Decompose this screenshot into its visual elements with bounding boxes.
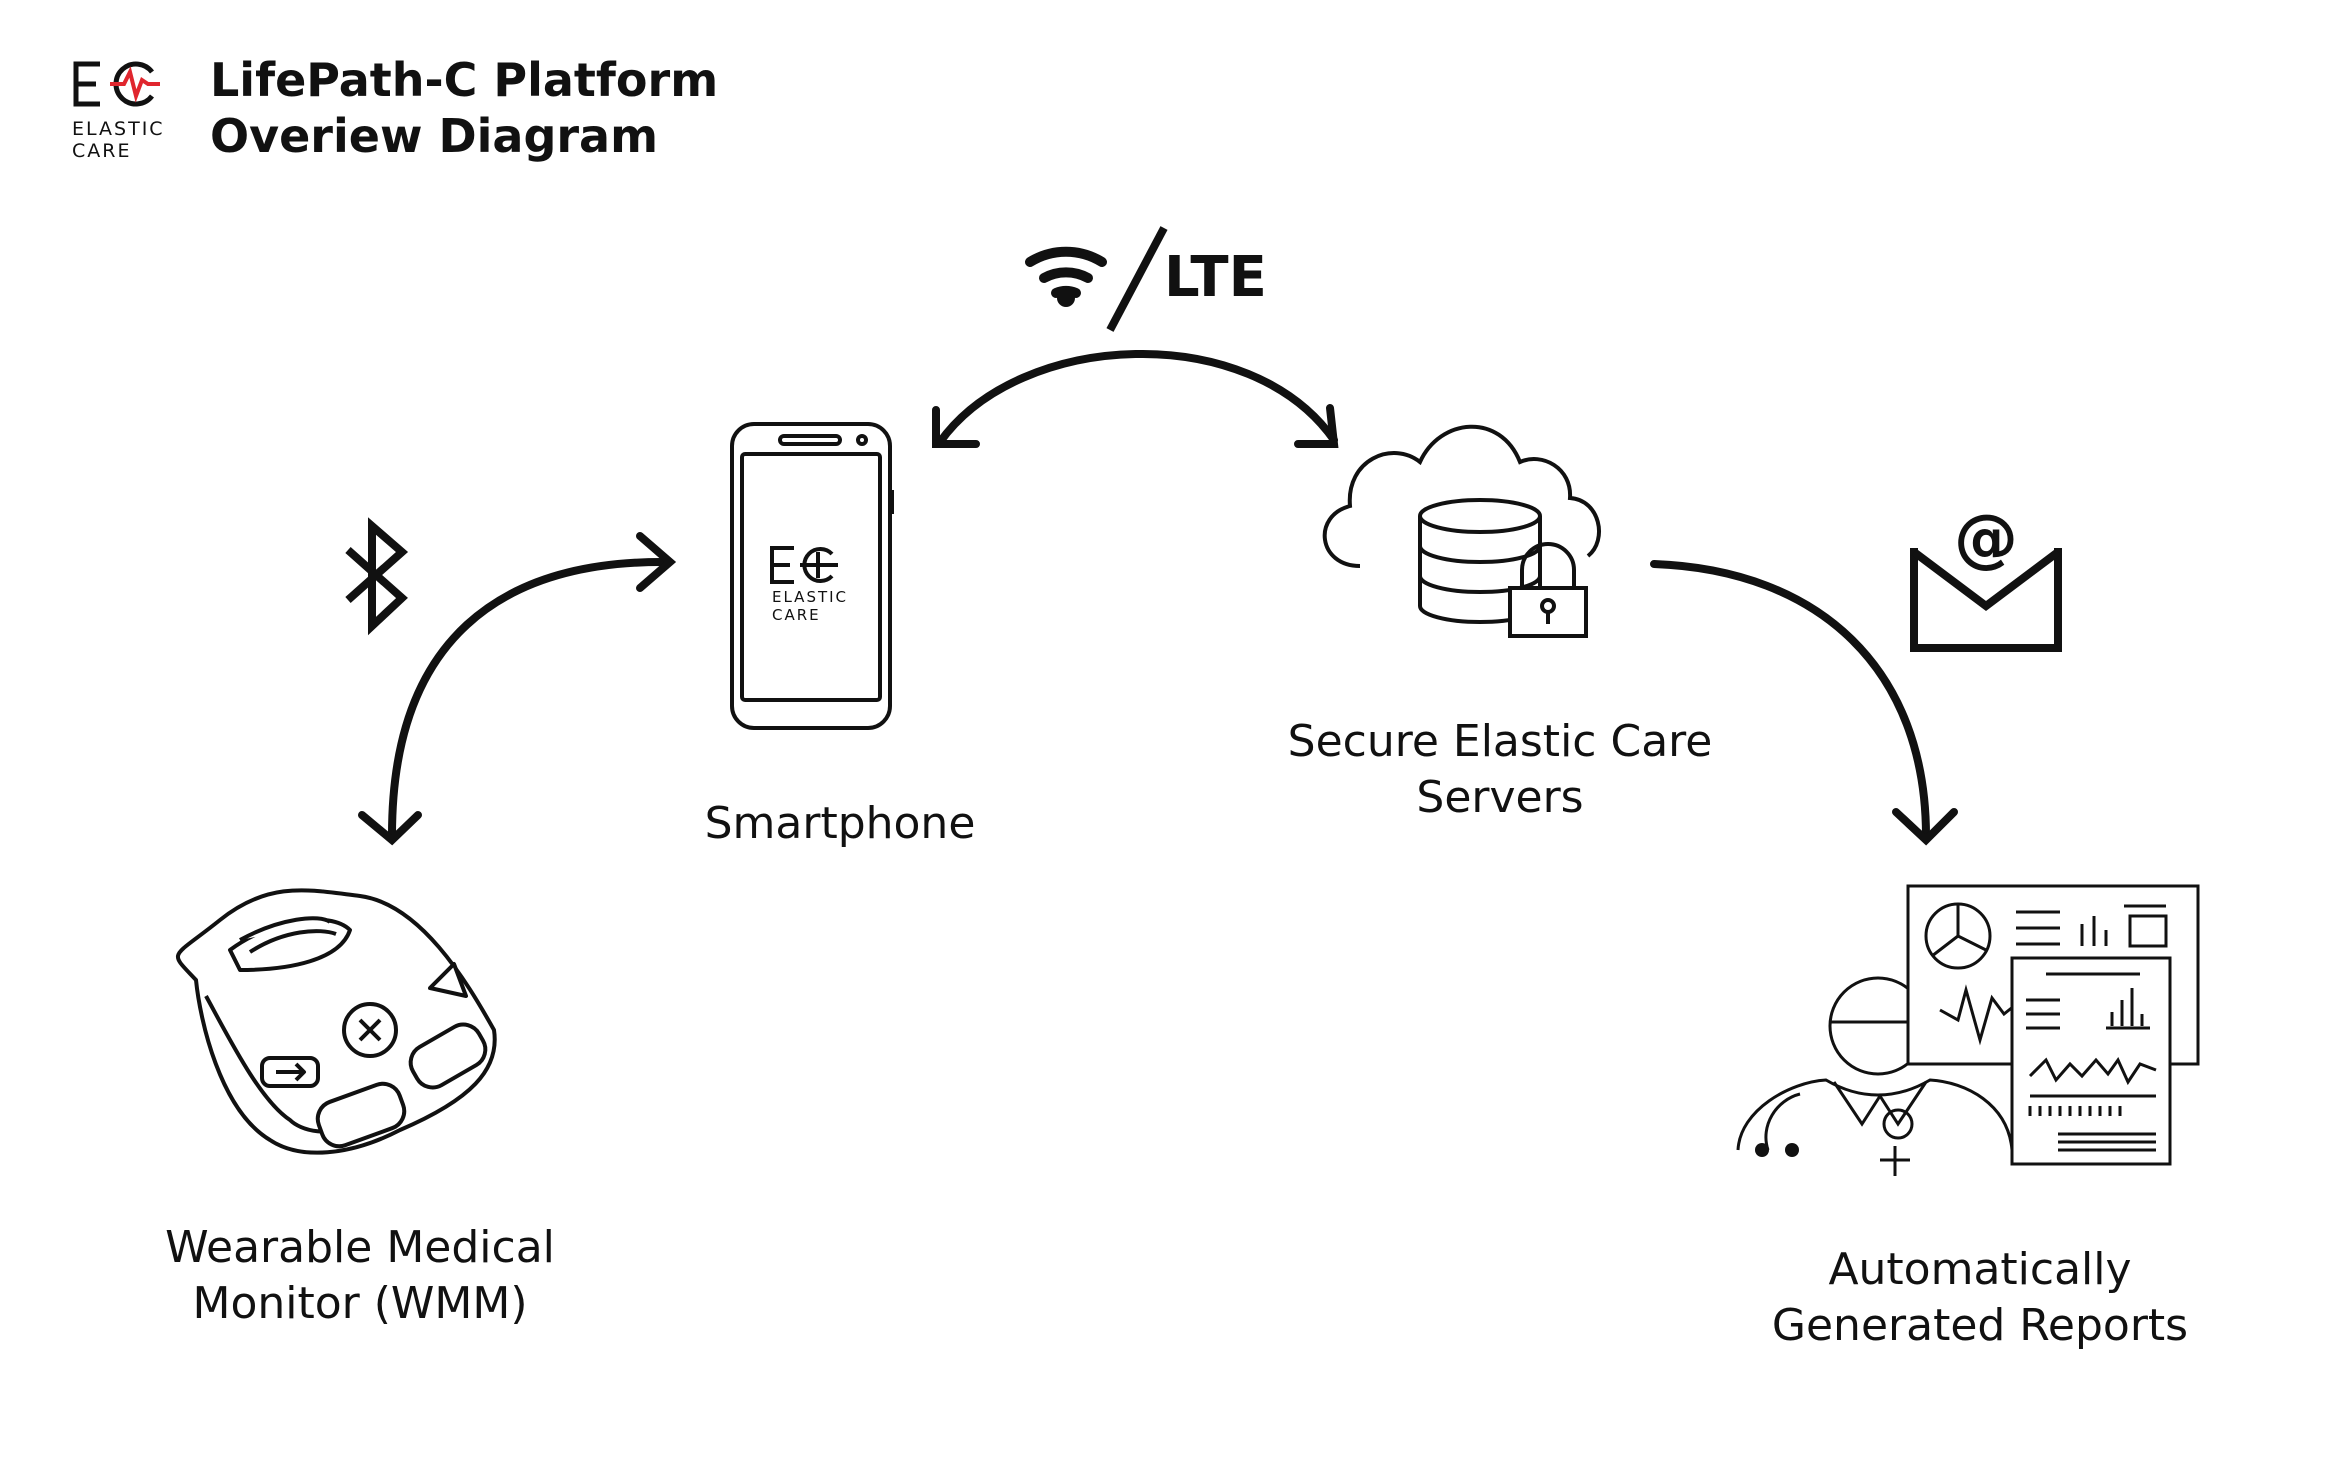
servers-label-line1: Secure Elastic Care bbox=[1287, 716, 1713, 767]
header-logo-brand: ELASTIC CARE bbox=[72, 118, 165, 162]
at-sign: @ bbox=[1954, 502, 2018, 576]
servers-label: Secure Elastic Care Servers bbox=[1240, 714, 1760, 826]
smartphone-icon bbox=[730, 422, 894, 730]
smartphone-screen-brand: ELASTIC CARE bbox=[772, 588, 848, 624]
arrowhead-to-phone bbox=[636, 532, 677, 592]
header-logo-brand-line2: CARE bbox=[72, 140, 132, 162]
servers-label-line2: Servers bbox=[1416, 772, 1584, 823]
smartphone-label-text: Smartphone bbox=[704, 798, 976, 849]
arrow-reports-link bbox=[1650, 560, 1930, 840]
report-document-icon bbox=[2010, 956, 2172, 1166]
arrowhead-to-wmm bbox=[358, 811, 422, 846]
stethoscope-earpiece-left bbox=[1755, 1143, 1769, 1157]
reports-label-line2: Generated Reports bbox=[1771, 1300, 2189, 1351]
slash-divider bbox=[1106, 226, 1168, 332]
arrow-bluetooth-link bbox=[388, 557, 672, 839]
wifi-icon bbox=[1025, 246, 1107, 298]
reports-label: Automatically Generated Reports bbox=[1720, 1242, 2240, 1354]
arrowhead-to-servers bbox=[1294, 404, 1339, 448]
smartphone-screen-brand-line2: CARE bbox=[772, 606, 821, 624]
stethoscope-earpiece-right bbox=[1785, 1143, 1799, 1157]
smartphone-screen-brand-line1: ELASTIC bbox=[772, 588, 849, 606]
wearable-monitor-icon bbox=[176, 888, 497, 1155]
network-label: LTE bbox=[1164, 245, 1267, 310]
header-logo-icon bbox=[73, 61, 160, 107]
wmm-label-line2: Monitor (WMM) bbox=[192, 1278, 528, 1329]
arrow-lte-link bbox=[936, 349, 1338, 446]
email-icon bbox=[1910, 548, 2062, 652]
wifi-dot bbox=[1057, 289, 1075, 307]
header-logo-brand-line1: ELASTIC bbox=[72, 118, 165, 140]
smartphone-screen-logo-icon bbox=[770, 546, 838, 584]
smartphone-label: Smartphone bbox=[640, 796, 1040, 852]
wmm-label: Wearable Medical Monitor (WMM) bbox=[120, 1220, 600, 1332]
page-title-line1: LifePath-C Platform bbox=[210, 53, 719, 107]
padlock-icon bbox=[1508, 542, 1588, 638]
page-title: LifePath-C Platform Overiew Diagram bbox=[210, 52, 718, 164]
page-title-line2: Overiew Diagram bbox=[210, 109, 659, 163]
wmm-label-line1: Wearable Medical bbox=[165, 1222, 555, 1273]
arrowhead-to-reports bbox=[1892, 808, 1958, 846]
reports-label-line1: Automatically bbox=[1828, 1244, 2132, 1295]
cloud-icon bbox=[1322, 424, 1601, 568]
bluetooth-icon bbox=[345, 517, 409, 636]
arrowhead-to-phone-lte bbox=[932, 406, 980, 448]
